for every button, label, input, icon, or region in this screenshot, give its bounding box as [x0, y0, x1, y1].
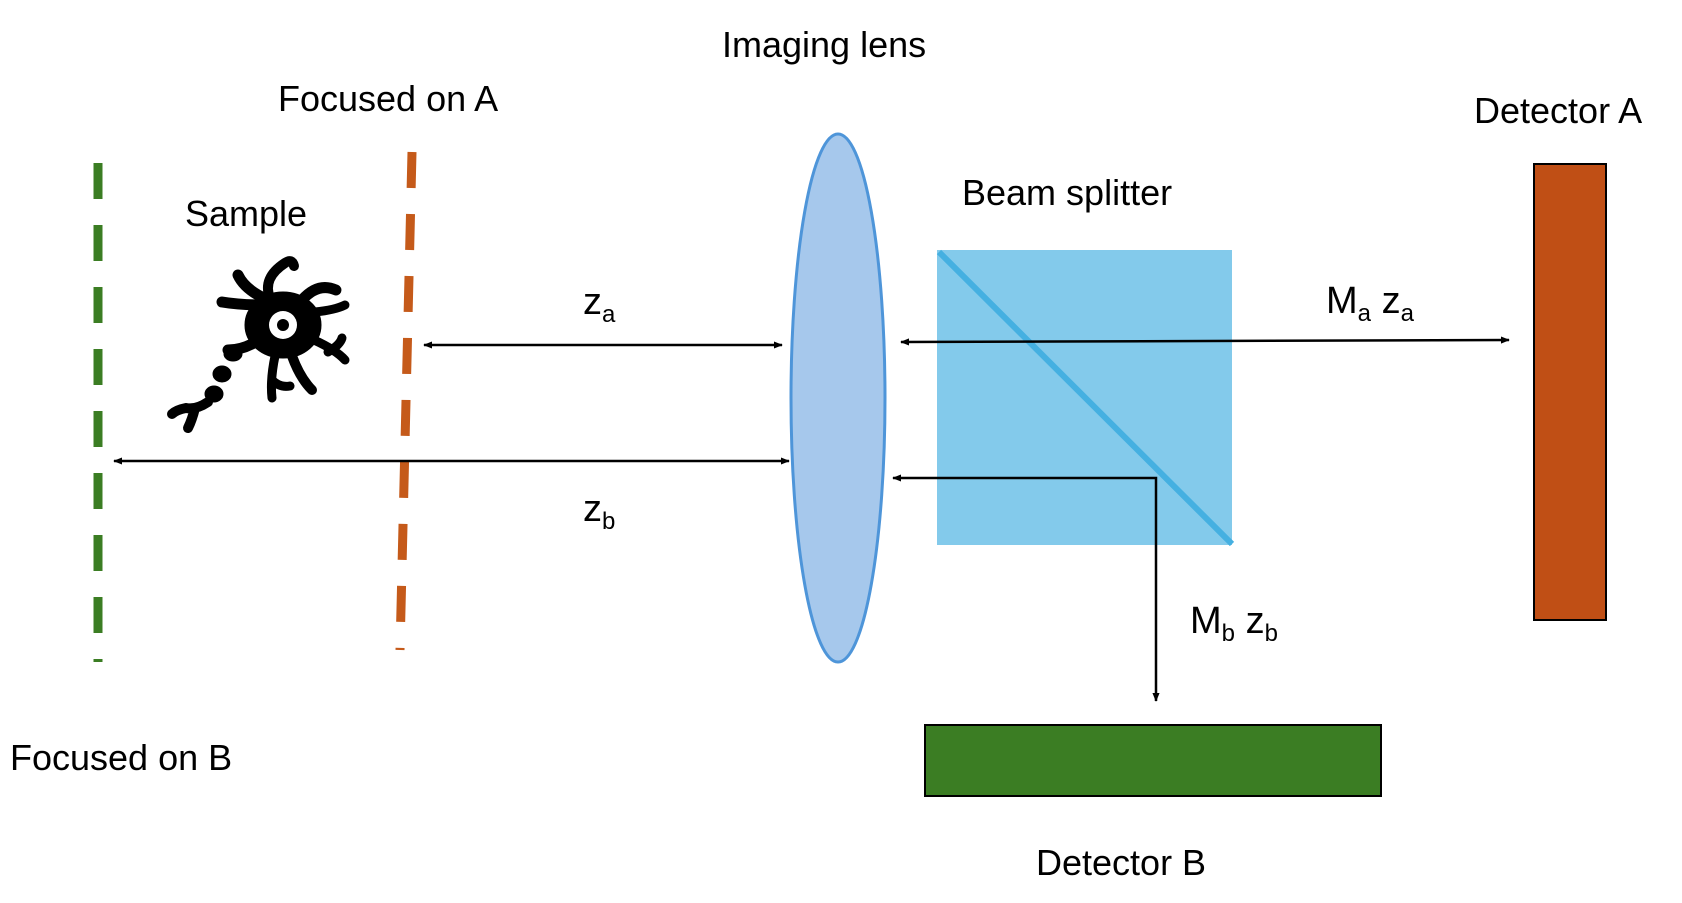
ma-symbol: M	[1326, 280, 1358, 322]
detector-b-label: Detector B	[1036, 842, 1207, 883]
zb-symbol: z	[583, 488, 602, 530]
zb-subscript: b	[602, 508, 616, 535]
zb2-subscript: b	[1264, 620, 1278, 647]
zb2-symbol: z	[1245, 600, 1265, 642]
beam-splitter-diagonal	[936, 249, 1235, 547]
mb-symbol: M	[1190, 600, 1222, 642]
focal-plane-a	[395, 151, 417, 651]
zb-label: zb	[583, 488, 615, 534]
detector-a	[1533, 163, 1607, 621]
arrow-ma-za	[900, 336, 1510, 346]
detector-b	[924, 724, 1382, 797]
sample-label: Sample	[185, 193, 308, 234]
arrow-mb-zb	[892, 474, 1160, 702]
mb-subscript: b	[1221, 620, 1236, 647]
imaging-lens	[789, 132, 887, 664]
za2-subscript: a	[1400, 300, 1414, 327]
za-subscript: a	[602, 301, 616, 328]
neuron-icon	[167, 256, 350, 433]
za-label: za	[583, 281, 615, 327]
imaging-lens-label: Imaging lens	[722, 24, 927, 65]
beam-splitter-label: Beam splitter	[962, 172, 1173, 213]
ma-za-label: Ma za	[1326, 280, 1414, 326]
za-symbol: z	[583, 281, 602, 323]
focused-on-b-label: Focused on B	[10, 737, 233, 778]
detector-a-label: Detector A	[1474, 90, 1643, 131]
ma-subscript: a	[1357, 300, 1372, 327]
mb-zb-label: Mb zb	[1190, 600, 1278, 646]
focused-on-a-label: Focused on A	[278, 78, 499, 119]
za2-symbol: z	[1381, 280, 1401, 322]
